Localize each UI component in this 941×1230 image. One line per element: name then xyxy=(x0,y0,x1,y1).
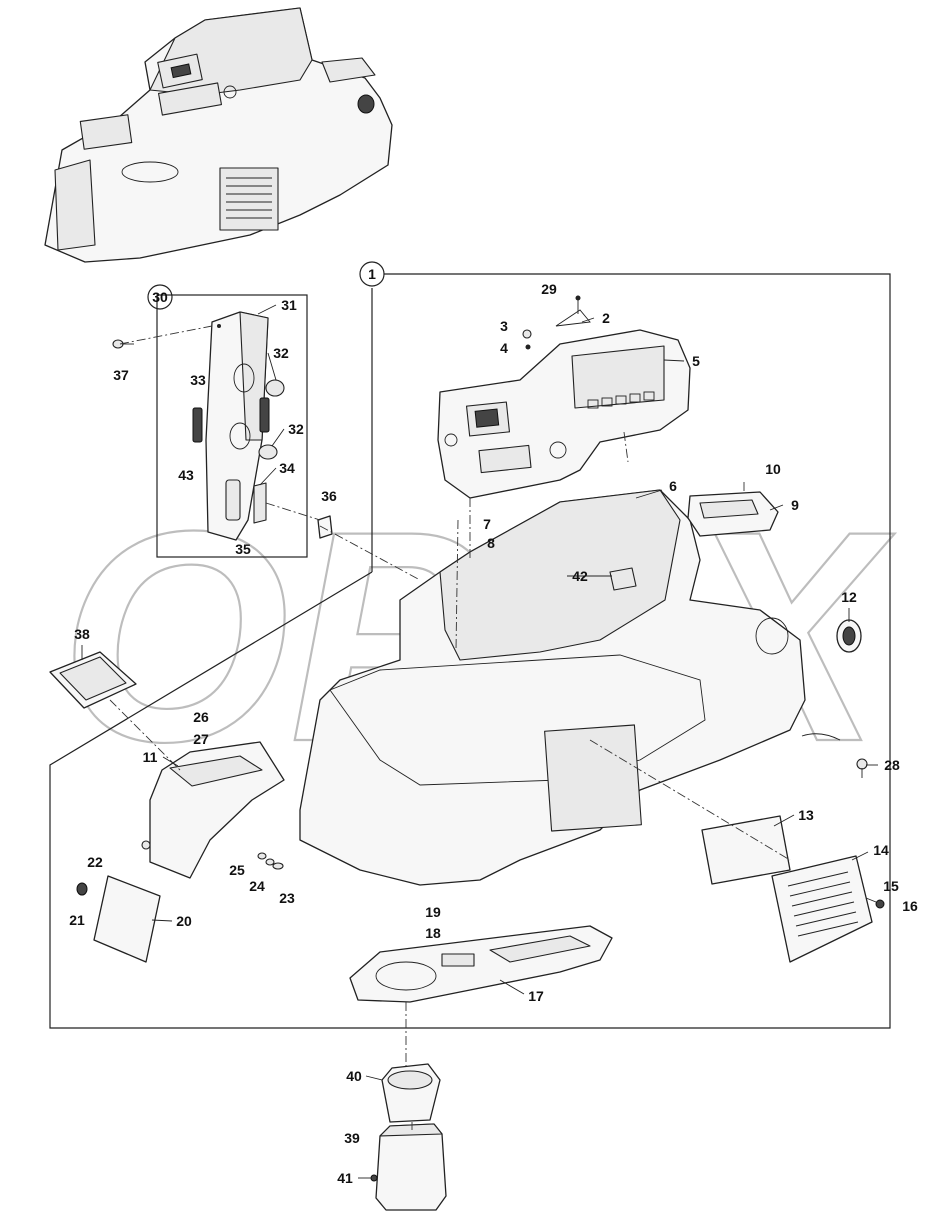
callout-label-11: 11 xyxy=(143,749,158,765)
duct-39-illustration xyxy=(370,1123,447,1211)
callout-30-circle xyxy=(147,284,173,310)
callout-label-43: 43 xyxy=(178,467,194,483)
callout-label-30: 30 xyxy=(152,289,168,305)
callout-label-8: 8 xyxy=(487,535,495,551)
callout-label-41: 41 xyxy=(337,1170,353,1186)
callout-labels: 1234567891011121314151617181920212223242… xyxy=(69,266,918,1186)
assembly-frame xyxy=(49,273,891,1029)
callout-label-28: 28 xyxy=(884,757,900,773)
assembly-lines xyxy=(109,325,791,1130)
callout-label-29: 29 xyxy=(541,281,557,297)
subassembly-30-frame xyxy=(156,294,308,558)
callout-label-40: 40 xyxy=(346,1068,362,1084)
overview-assembly-illustration xyxy=(44,7,393,263)
callout-label-38: 38 xyxy=(74,626,90,642)
callout-label-37: 37 xyxy=(113,367,129,383)
callout-label-7: 7 xyxy=(483,516,491,532)
callout-label-25: 25 xyxy=(229,862,245,878)
callout-label-36: 36 xyxy=(321,488,337,504)
floor-plate-17-illustration xyxy=(349,925,613,1003)
callout-label-13: 13 xyxy=(798,807,814,823)
callout-label-33: 33 xyxy=(190,372,206,388)
duct-adapter-40-illustration xyxy=(381,1063,441,1123)
cover-20-illustration xyxy=(93,875,161,963)
mat-38-illustration xyxy=(49,651,137,709)
grille-14-illustration xyxy=(771,855,885,963)
knob-12-illustration xyxy=(836,619,862,653)
callout-label-10: 10 xyxy=(765,461,781,477)
column-panel-illustration xyxy=(205,311,269,541)
callout-label-31: 31 xyxy=(281,297,297,313)
callout-label-34: 34 xyxy=(279,460,295,476)
callout-label-26: 26 xyxy=(193,709,209,725)
bracket-34-illustration xyxy=(253,482,267,524)
callout-label-21: 21 xyxy=(69,912,85,928)
callout-1-circle xyxy=(359,261,385,287)
callout-label-19: 19 xyxy=(425,904,441,920)
main-housing-illustration xyxy=(299,489,806,886)
callout-label-35: 35 xyxy=(235,541,251,557)
callout-label-2: 2 xyxy=(602,310,610,326)
console-11-illustration xyxy=(141,741,285,879)
callout-label-42: 42 xyxy=(572,568,588,584)
callout-leaders xyxy=(81,304,878,1179)
callout-label-9: 9 xyxy=(791,497,799,513)
callout-label-5: 5 xyxy=(692,353,700,369)
block-36-illustration xyxy=(317,515,333,539)
callout-label-12: 12 xyxy=(841,589,857,605)
callout-label-20: 20 xyxy=(176,913,192,929)
callout-label-1: 1 xyxy=(368,266,376,282)
callout-label-32: 32 xyxy=(288,421,304,437)
callout-label-3: 3 xyxy=(500,318,508,334)
callout-label-18: 18 xyxy=(425,925,441,941)
callout-label-17: 17 xyxy=(528,988,544,1004)
callout-label-16: 16 xyxy=(902,898,918,914)
instrument-panel-illustration xyxy=(437,329,691,499)
filter-13-illustration xyxy=(701,815,791,885)
callout-label-6: 6 xyxy=(669,478,677,494)
callout-label-4: 4 xyxy=(500,340,508,356)
switch-43-illustration xyxy=(192,407,203,443)
callout-label-23: 23 xyxy=(279,890,295,906)
callout-label-14: 14 xyxy=(873,842,889,858)
callout-label-39: 39 xyxy=(344,1130,360,1146)
screws-23-25-illustration xyxy=(257,852,284,870)
screw-37-illustration xyxy=(112,339,134,349)
callout-label-15: 15 xyxy=(883,878,899,894)
knob-21-illustration xyxy=(76,882,88,896)
knob-32-lower-illustration xyxy=(258,444,278,460)
switch-33-illustration xyxy=(259,397,270,433)
callout-label-27: 27 xyxy=(193,731,209,747)
callout-label-24: 24 xyxy=(249,878,265,894)
screw-28-illustration xyxy=(801,733,868,778)
knob-32-upper-illustration xyxy=(265,379,285,397)
callout-label-32: 32 xyxy=(273,345,289,361)
bracket-2-illustration xyxy=(522,295,591,350)
callout-label-22: 22 xyxy=(87,854,103,870)
